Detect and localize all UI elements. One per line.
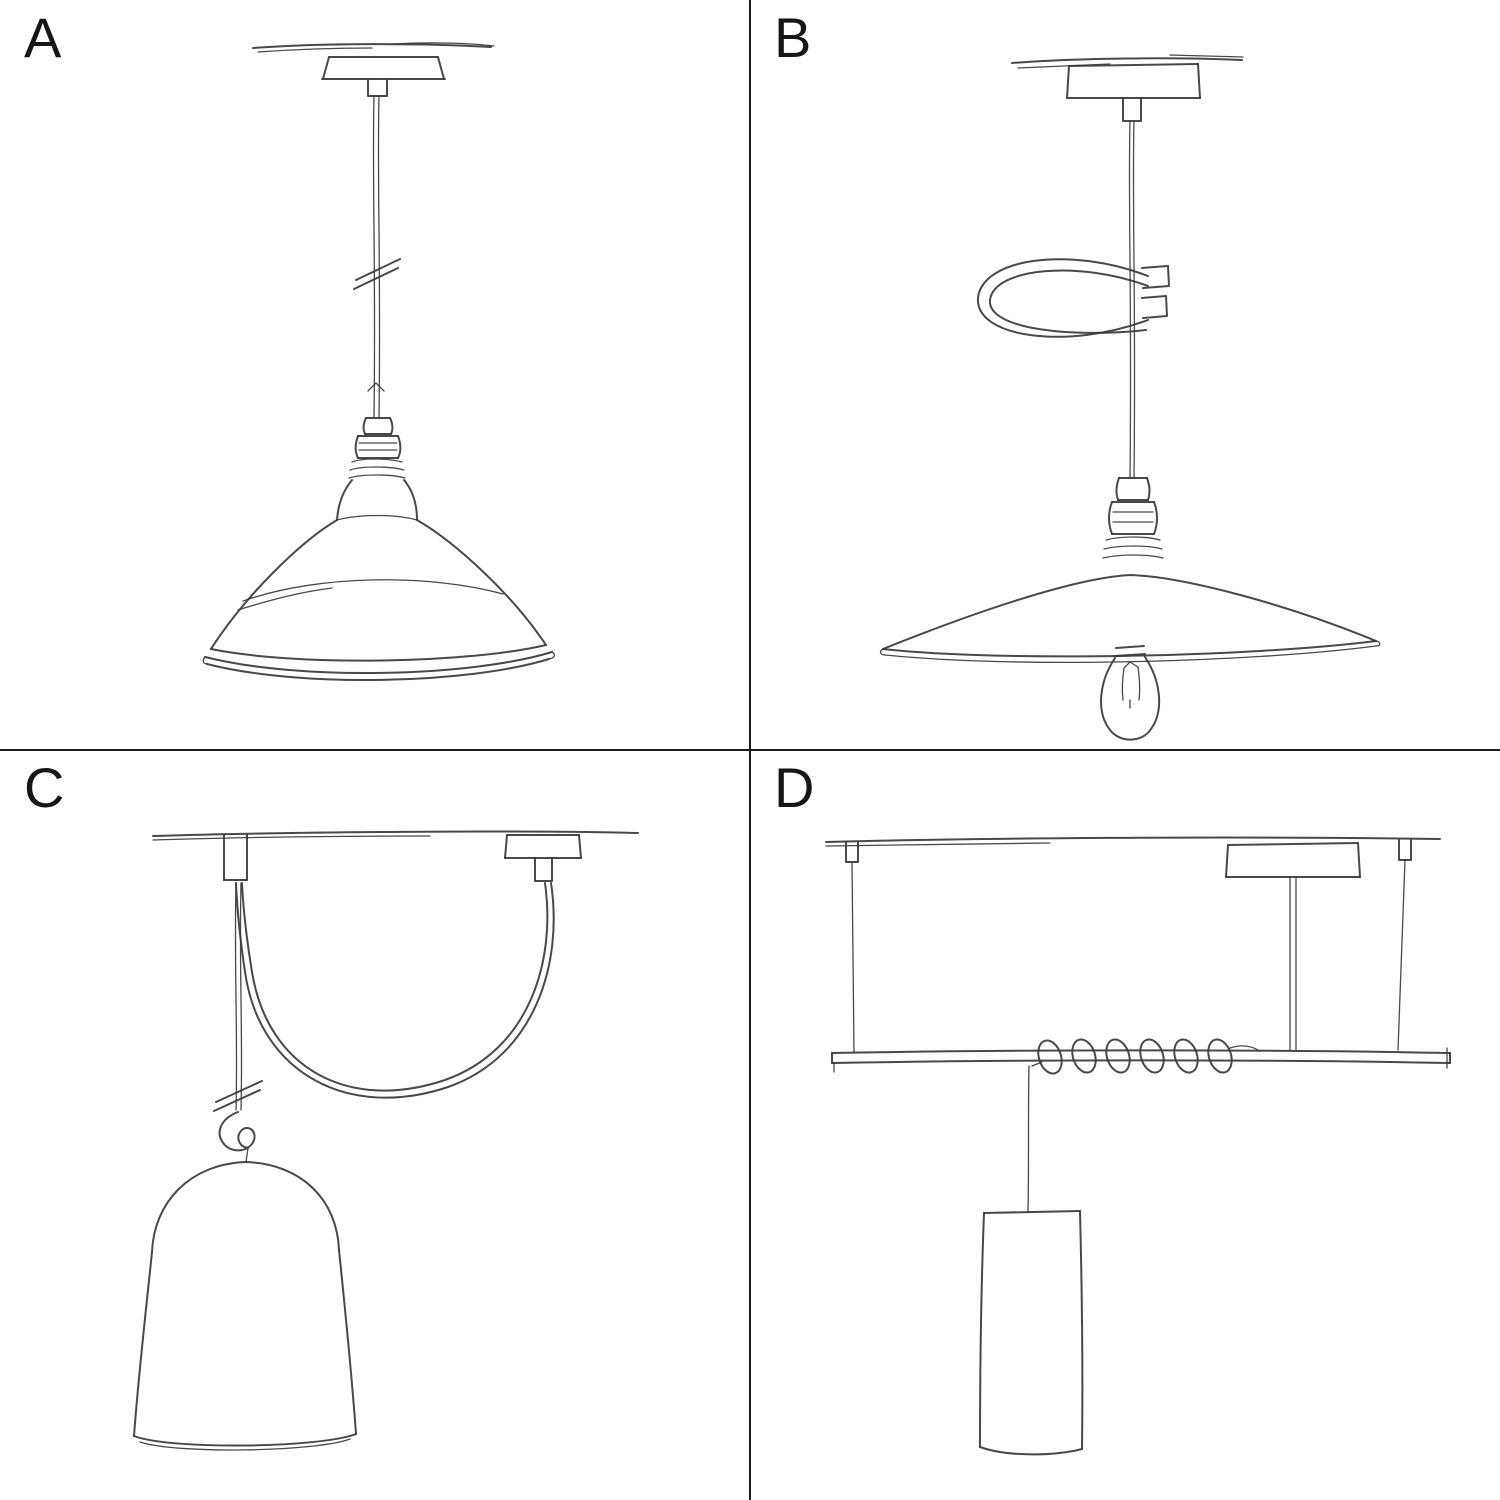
panel-a-label: A — [24, 6, 63, 69]
panel-c: C — [0, 750, 750, 1500]
panel-d-label: D — [774, 756, 816, 819]
ceiling-rose — [321, 56, 446, 97]
plate-shade — [879, 574, 1381, 664]
ceiling-rose — [504, 834, 582, 882]
support-rod — [1289, 876, 1297, 1051]
panel-a: A — [0, 0, 750, 750]
lamp-holder — [1102, 477, 1164, 559]
plate-shade-pendant-sketch — [879, 54, 1381, 741]
cable-loop — [976, 258, 1149, 338]
cord-break-mark — [353, 258, 401, 392]
bowl-shade-pendant-sketch — [202, 42, 556, 682]
lamp-holder — [348, 417, 406, 479]
cable-clip — [1141, 265, 1170, 319]
panel-c-label: C — [24, 756, 66, 819]
panel-b: B — [750, 0, 1500, 750]
bar-suspension-tube-shade-sketch — [825, 836, 1451, 1456]
tube-shade — [979, 1210, 1084, 1456]
suspension-wire-right — [1397, 839, 1412, 1051]
swag-cable — [235, 882, 555, 1099]
drop-cord — [234, 882, 243, 1111]
bowl-shade — [202, 479, 556, 682]
ceiling-line — [252, 42, 495, 53]
pendant-cord — [1128, 120, 1136, 479]
coiled-cable — [1031, 1038, 1261, 1075]
ceiling-line — [825, 836, 1441, 847]
ceiling-rose — [1225, 842, 1361, 878]
swag-bell-shade-pendant-sketch — [133, 830, 639, 1451]
cord-knot — [218, 1111, 256, 1163]
ceiling-hook — [223, 834, 248, 881]
horizontal-divider — [0, 749, 1500, 751]
panel-b-label: B — [774, 6, 813, 69]
light-bulb — [1100, 645, 1161, 741]
panel-d: D — [750, 750, 1500, 1500]
ceiling-rose — [1066, 63, 1201, 122]
cord-break-mark — [213, 1080, 263, 1112]
drop-cord — [1027, 1065, 1030, 1213]
suspension-wire-left — [845, 841, 859, 1053]
bell-shade — [133, 1161, 357, 1451]
pendant-cord — [372, 95, 381, 419]
ceiling-line — [152, 830, 639, 841]
